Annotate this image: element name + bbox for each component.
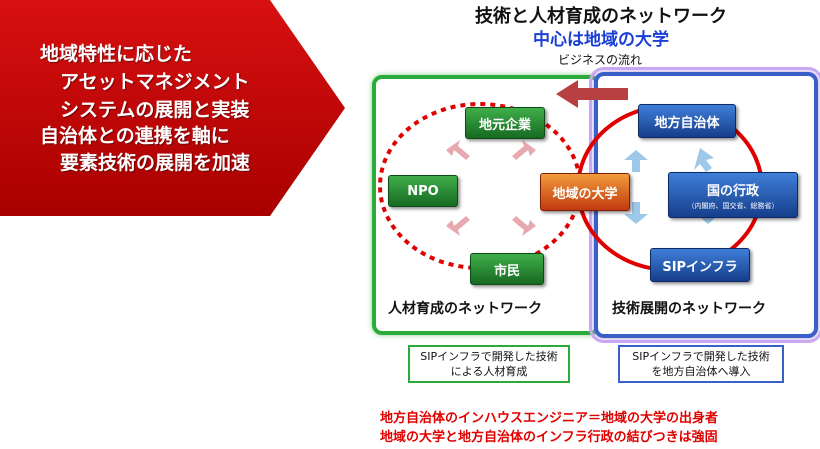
bottom-statement-1: 地方自治体のインハウスエンジニア＝地域の大学の出身者 — [380, 411, 719, 426]
tech-note-line-1: SIPインフラで開発した技術 — [632, 350, 770, 363]
node-citizen: 市民 — [470, 253, 544, 285]
node-national-label: 国の行政 — [706, 183, 759, 199]
node-npo-label: NPO — [407, 183, 439, 199]
business-flow-label: ビジネスの流れ — [557, 53, 642, 67]
tech-note-line-2: を地方自治体へ導入 — [651, 365, 751, 378]
node-sip-infra: SIPインフラ — [650, 248, 750, 282]
node-national-sub-label: （内閣府、国交省、総務省） — [687, 201, 779, 210]
node-university-label: 地域の大学 — [552, 186, 618, 202]
diagram-title: 技術と人材育成のネットワーク — [475, 6, 727, 27]
hr-note-line-2: による人材育成 — [450, 365, 528, 378]
banner-line-4: 自治体との連携を軸に — [40, 125, 230, 147]
banner-line-2: アセットマネジメント — [60, 71, 250, 93]
hr-note-line-1: SIPインフラで開発した技術 — [420, 350, 558, 363]
banner-line-3: システムの展開と実装 — [60, 99, 250, 121]
node-local-company: 地元企業 — [465, 107, 545, 139]
banner-line-5: 要素技術の展開を加速 — [60, 152, 251, 174]
hr-network-note: SIPインフラで開発した技術 による人材育成 — [408, 345, 570, 383]
node-national-government: 国の行政 （内閣府、国交省、総務省） — [668, 172, 798, 218]
node-local-company-label: 地元企業 — [478, 117, 531, 133]
node-university: 地域の大学 — [540, 173, 630, 211]
node-municipality-label: 地方自治体 — [654, 115, 720, 131]
node-sip-infra-label: SIPインフラ — [662, 259, 738, 275]
node-citizen-label: 市民 — [493, 263, 520, 279]
banner-line-1: 地域特性に応じた — [40, 43, 193, 65]
tech-network-note: SIPインフラで開発した技術 を地方自治体へ導入 — [618, 345, 784, 383]
diagram-subtitle: 中心は地域の大学 — [533, 30, 669, 50]
business-flow-arrow-icon — [556, 80, 628, 108]
banner-text: 地域特性に応じた アセットマネジメント システムの展開と実装 自治体との連携を軸… — [0, 0, 330, 218]
node-npo: NPO — [388, 175, 458, 207]
hr-network-arrows — [446, 140, 536, 236]
red-arrow-banner: 地域特性に応じた アセットマネジメント システムの展開と実装 自治体との連携を軸… — [0, 0, 352, 218]
tech-network-label: 技術展開のネットワーク — [612, 301, 766, 317]
hr-network-label: 人材育成のネットワーク — [388, 301, 542, 317]
banner-arrow-shape — [0, 0, 345, 216]
node-municipality: 地方自治体 — [638, 104, 736, 138]
bottom-statement-2: 地域の大学と地方自治体のインフラ行政の結びつきは強固 — [380, 430, 718, 445]
